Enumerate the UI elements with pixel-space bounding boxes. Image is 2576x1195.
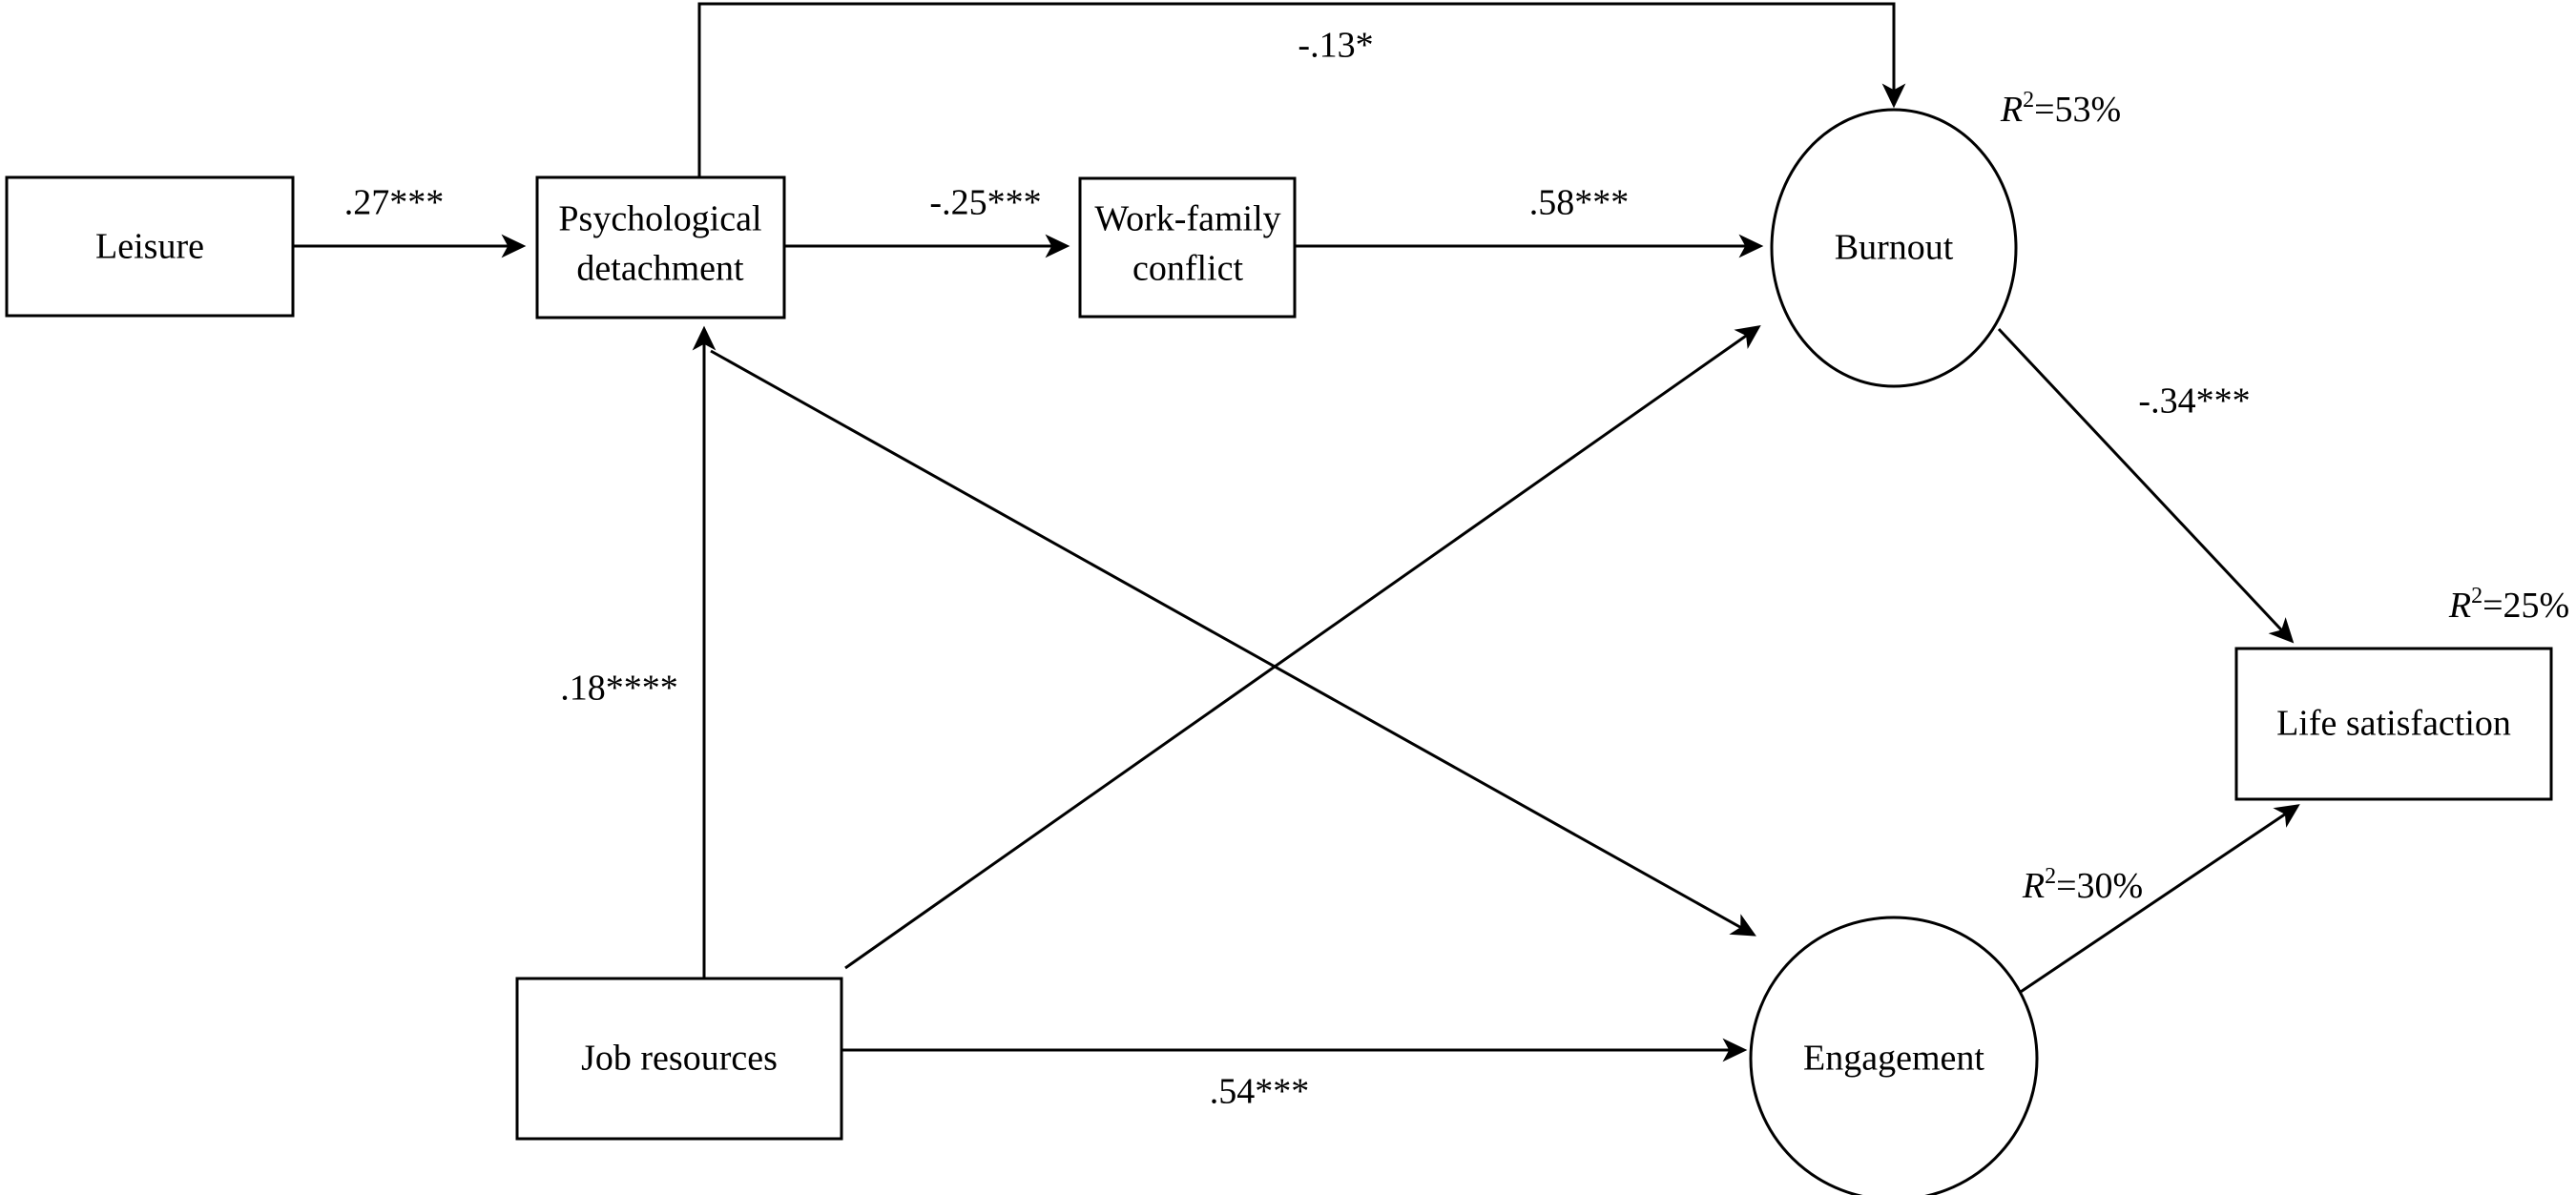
edge-burnout-to-life-satisfaction [1997,327,2295,644]
coefficient-detachment-to-wfc: -.25*** [929,183,1041,223]
r2-life-satisfaction-exponent: 2 [2471,584,2483,608]
node-leisure[interactable]: Leisure [5,175,295,318]
coefficient-burnout-to-life-satisfaction: -.34*** [2138,381,2250,422]
node-engagement[interactable]: Engagement [1749,916,2039,1195]
node-work-family-conflict[interactable]: Work-family conflict [1078,176,1297,319]
r2-life-satisfaction-r: R [2448,586,2471,626]
r2-engagement-value: =30% [2056,866,2143,906]
edge-jobresources-to-burnout [844,325,1761,970]
life-satisfaction-label: Life satisfaction [2276,704,2511,744]
r2-burnout-r: R [2000,90,2023,130]
r2-life-satisfaction-value: =25% [2483,586,2569,626]
coefficient-detachment-to-burnout: -.13* [1298,26,1373,66]
burnout-circle [1770,108,2018,388]
r2-burnout-value: =53% [2034,90,2121,130]
r2-burnout: R2=53% [2000,88,2121,130]
leisure-label: Leisure [95,227,204,267]
node-job-resources[interactable]: Job resources [515,977,843,1141]
work-family-conflict-label-line1: Work-family [1094,199,1280,239]
node-psychological-detachment[interactable]: Psychological detachment [535,175,786,319]
psychological-detachment-label-line1: Psychological [558,199,761,239]
psychological-detachment-box [535,175,786,319]
r2-engagement-r: R [2022,866,2045,906]
work-family-conflict-label-line2: conflict [1132,249,1244,289]
engagement-circle [1749,916,2039,1195]
r2-life-satisfaction: R2=25% [2448,584,2569,626]
coefficient-wfc-to-burnout: .58*** [1529,183,1630,223]
r2-burnout-exponent: 2 [2023,88,2034,113]
svg-text:R2=53%: R2=53% [2000,88,2121,130]
life-satisfaction-box [2234,647,2553,801]
svg-text:R2=30%: R2=30% [2022,864,2143,906]
engagement-label: Engagement [1803,1039,1984,1079]
job-resources-box [515,977,843,1141]
r2-engagement: R2=30% [2022,864,2143,906]
node-life-satisfaction[interactable]: Life satisfaction [2234,647,2553,801]
coefficient-leisure-to-detachment: .27*** [344,183,445,223]
coefficient-jobresources-to-engagement: .54*** [1210,1072,1310,1112]
edge-detachment-to-burnout [697,2,1906,178]
coefficient-jobresources-to-detachment: .18**** [560,669,678,709]
svg-text:R2=25%: R2=25% [2448,584,2569,626]
job-resources-label: Job resources [581,1039,778,1079]
edge-engagement-to-life-satisfaction [2003,804,2300,1005]
edge-detachment-to-engagement [710,349,1756,937]
work-family-conflict-box [1078,176,1297,319]
r2-engagement-exponent: 2 [2045,864,2056,889]
leisure-box [5,175,295,318]
psychological-detachment-label-line2: detachment [576,249,744,289]
node-burnout[interactable]: Burnout [1770,108,2018,388]
burnout-label: Burnout [1835,228,1954,268]
